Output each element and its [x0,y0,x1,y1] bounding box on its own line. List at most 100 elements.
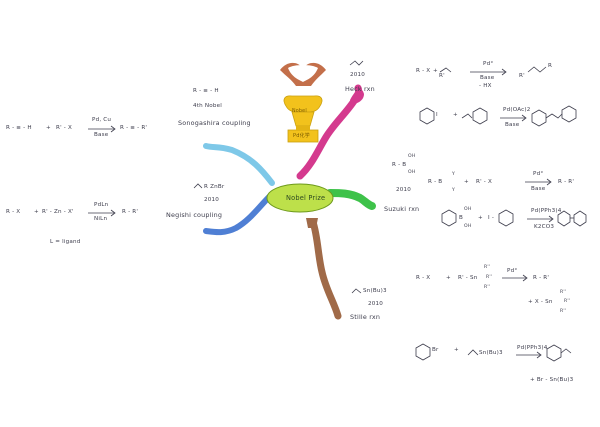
negishi-reactant1: R - X [6,209,21,215]
suzuki-base: Base [531,186,546,192]
benzene-ring-icon [419,107,435,125]
negishi-catalyst: PdLn [94,202,109,208]
negishi-alt-catalyst: NiLn [94,216,108,222]
heck-name: Heck rxn [345,85,375,93]
heck-byproduct: - HX [479,83,492,89]
stille-reactant-r-c: R'' [484,285,491,290]
stille-name: Stille rxn [350,313,381,321]
suzuki-year: 2010 [396,187,412,193]
stille-year: 2010 [368,301,384,307]
trophy-plaque-text: Pd化学 [293,133,310,139]
stilbene-icon [531,105,577,127]
suzuki-reactant2: R' - X [476,179,493,185]
negishi-name: Negishi coupling [166,211,223,219]
sonogashira-note: 4th Nobel [193,103,223,109]
stille-example-reagent: Sn(Bu)3 [479,350,503,356]
negishi-ligand-note: L = ligand [50,239,81,245]
stille-byproduct-r-b: R'' [564,299,571,304]
stille-reactant2: R' - Sn [458,275,478,281]
heck-product-alkene [527,66,547,73]
heck-product-r: R [548,63,553,69]
suzuki-example-plus: + [478,215,483,221]
trophy-icon [280,62,326,143]
stille-byproduct-r-a: R'' [560,290,567,295]
stille-branch [309,218,342,320]
sonogashira-name: Sonogashira coupling [178,119,251,127]
suzuki-formula: R - B [392,162,407,168]
stille-branch-base [306,218,318,228]
suzuki-plus: + [464,179,469,185]
stille-product: R - R' [533,275,550,281]
styrene-icon [546,344,572,362]
stille-reactant1: R - X [416,275,431,281]
suzuki-formula-oh-bottom: OH [408,170,416,175]
heck-base: Base [480,75,495,81]
stille-example-byproduct: + Br - Sn(Bu)3 [530,377,574,383]
center-label: Nobel Prize [286,194,326,202]
vinyl-stannane-mark [467,349,479,356]
suzuki-example-base: K2CO3 [534,224,555,230]
sonogashira-reactant1: R - ≡ - H [6,125,32,131]
suzuki-branch [326,189,376,210]
sonogashira-product: R - ≡ - R' [120,125,148,131]
suzuki-product: R - R' [558,179,575,185]
center-node [266,183,334,213]
stille-byproduct: + X - Sn [528,299,553,305]
heck-reactant-rx: R - X [416,68,431,74]
negishi-year: 2010 [204,197,220,203]
phenylboronic-ring-icon [441,209,457,227]
suzuki-example-oh-bottom: OH [464,224,472,229]
stille-example-plus: + [454,347,459,353]
biphenyl-icon [557,210,587,227]
suzuki-eq-y-bottom: Y [452,188,456,193]
iodobenzene-ring-icon [498,209,514,227]
sonogashira-base: Base [94,132,109,138]
stille-catalyst: Pd° [507,268,518,274]
suzuki-name: Suzuki rxn [384,205,420,213]
negishi-reactant2: R' - Zn - X' [42,209,74,215]
suzuki-formula-oh-top: OH [408,154,416,159]
heck-branch-bulb [350,89,364,104]
trophy-cup-text: Nobel [292,109,307,114]
heck-reactant-alkene [439,67,452,73]
heck-alkene-mark [349,60,364,66]
heck-plus: + [433,68,438,74]
bromobenzene-ring-icon [415,343,431,361]
heck-product-r2: R' [519,73,525,79]
styrene-vinyl [461,113,473,119]
heck-example-base: Base [505,122,520,128]
suzuki-eq-y-top: Y [452,172,456,177]
stille-byproduct-r-c: R'' [560,309,567,314]
negishi-product: R - R' [122,209,139,215]
heck-catalyst: Pd° [483,61,494,67]
sonogashira-reactant2: R' - X [56,125,73,131]
suzuki-reactant1: R - B [428,179,443,185]
stille-formula: Sn(Bu)3 [363,288,387,294]
suzuki-example-oh-top: OH [464,207,472,212]
negishi-plus: + [34,209,39,215]
stille-reactant-r-a: R'' [484,265,491,270]
sonogashira-plus: + [46,125,51,131]
stille-plus: + [446,275,451,281]
stille-example-catalyst: Pd(PPh3)4 [517,345,548,351]
heck-example-catalyst: Pd(OAc)2 [503,107,531,113]
negishi-branch [203,193,273,236]
sonogashira-catalyst: Pd, Cu [92,117,112,123]
stille-vinyl-mark [351,288,362,294]
sonogashira-branch [203,143,275,186]
negishi-zn-mark [193,183,203,189]
heck-example-iodo: I [436,112,438,118]
suzuki-example-boron: B [459,215,464,221]
heck-example-plus: + [453,112,458,118]
suzuki-example-reagent: I - [488,215,495,221]
suzuki-example-catalyst: Pd(PPh3)4 [531,208,562,214]
benzene-ring-icon [472,107,488,125]
stille-example-bromo: Br [432,347,439,353]
heck-reactant-r2: R' [439,73,445,79]
suzuki-catalyst: Pd° [533,171,544,177]
stille-reactant-r-b: R'' [486,275,493,280]
heck-year: 2010 [350,72,366,78]
negishi-formula: R ZnBr [204,184,225,190]
